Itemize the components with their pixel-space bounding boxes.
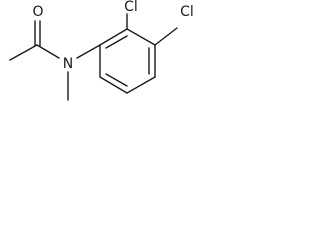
ring-bond-5 <box>99 76 128 94</box>
ring-double-bond-a <box>105 35 128 49</box>
bond-carbonyl-nitrogen <box>36 44 60 59</box>
atom-nitrogen: N <box>63 56 73 72</box>
ring-bond-1 <box>99 28 128 46</box>
bond-ring-chlorine-para <box>154 27 178 46</box>
ring-double-bond-c <box>105 73 128 87</box>
bond-methyl-carbonyl <box>9 44 38 61</box>
atom-chlorine-ortho: Cl <box>124 0 138 15</box>
bond-nitrogen-ring <box>76 44 101 59</box>
atom-chlorine-para: Cl <box>180 4 194 20</box>
atom-oxygen: O <box>32 4 43 20</box>
ring-bond-4 <box>126 76 156 94</box>
ring-bond-2 <box>126 28 156 46</box>
chemical-structure-diagram: O N Cl Cl <box>9 0 194 101</box>
